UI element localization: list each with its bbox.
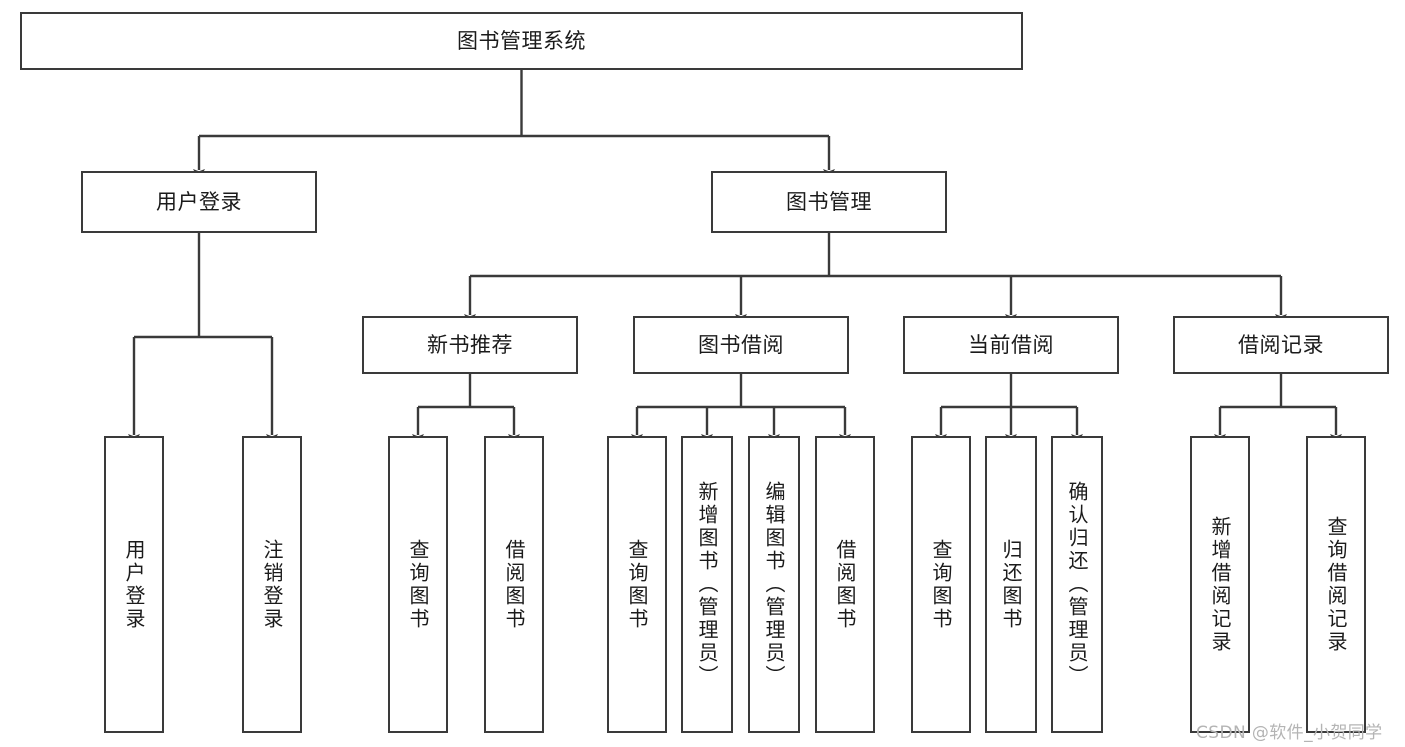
node-new-book-recommend[interactable]: 新书推荐 [362, 316, 578, 374]
node-leaf-edit-book[interactable]: 编辑图书（管理员） [748, 436, 800, 733]
node-borrow-record[interactable]: 借阅记录 [1173, 316, 1389, 374]
node-leaf-query-book-recommend[interactable]: 查询图书 [388, 436, 448, 733]
node-leaf-add-book[interactable]: 新增图书（管理员） [681, 436, 733, 733]
node-leaf-query-book-borrow[interactable]: 查询图书 [607, 436, 667, 733]
node-leaf-return-book[interactable]: 归还图书 [985, 436, 1037, 733]
node-label-book-manage: 图书管理 [786, 189, 872, 214]
node-label-leaf-user-login: 用户登录 [122, 538, 146, 631]
node-label-leaf-query-book-recommend: 查询图书 [406, 538, 430, 631]
node-leaf-user-login[interactable]: 用户登录 [104, 436, 164, 733]
node-label-leaf-return-book: 归还图书 [999, 538, 1023, 631]
node-user-login[interactable]: 用户登录 [81, 171, 317, 233]
node-label-leaf-query-borrow-record: 查询借阅记录 [1324, 515, 1348, 654]
node-book-borrow[interactable]: 图书借阅 [633, 316, 849, 374]
node-current-borrow[interactable]: 当前借阅 [903, 316, 1119, 374]
node-root[interactable]: 图书管理系统 [20, 12, 1023, 70]
node-label-book-borrow: 图书借阅 [698, 332, 784, 357]
watermark: CSDN @软件_小贺同学 [1196, 723, 1383, 743]
node-label-leaf-borrow-book-recommend: 借阅图书 [502, 538, 526, 631]
node-label-leaf-logout: 注销登录 [260, 538, 284, 631]
node-label-current-borrow: 当前借阅 [968, 332, 1054, 357]
node-label-new-book-recommend: 新书推荐 [427, 332, 513, 357]
node-book-manage[interactable]: 图书管理 [711, 171, 947, 233]
node-leaf-borrow-book[interactable]: 借阅图书 [815, 436, 875, 733]
node-leaf-query-book-current[interactable]: 查询图书 [911, 436, 971, 733]
node-leaf-logout[interactable]: 注销登录 [242, 436, 302, 733]
node-label-leaf-add-borrow-record: 新增借阅记录 [1208, 515, 1232, 654]
node-leaf-confirm-return[interactable]: 确认归还（管理员） [1051, 436, 1103, 733]
node-label-user-login: 用户登录 [156, 189, 242, 214]
node-label-leaf-borrow-book: 借阅图书 [833, 538, 857, 631]
node-leaf-query-borrow-record[interactable]: 查询借阅记录 [1306, 436, 1366, 733]
node-leaf-borrow-book-recommend[interactable]: 借阅图书 [484, 436, 544, 733]
node-label-leaf-edit-book: 编辑图书（管理员） [762, 481, 786, 688]
node-leaf-add-borrow-record[interactable]: 新增借阅记录 [1190, 436, 1250, 733]
node-label-borrow-record: 借阅记录 [1238, 332, 1324, 357]
node-label-leaf-query-book-borrow: 查询图书 [625, 538, 649, 631]
node-label-leaf-add-book: 新增图书（管理员） [695, 481, 719, 688]
node-label-leaf-confirm-return: 确认归还（管理员） [1065, 481, 1089, 688]
node-label-root: 图书管理系统 [457, 28, 586, 53]
node-label-leaf-query-book-current: 查询图书 [929, 538, 953, 631]
